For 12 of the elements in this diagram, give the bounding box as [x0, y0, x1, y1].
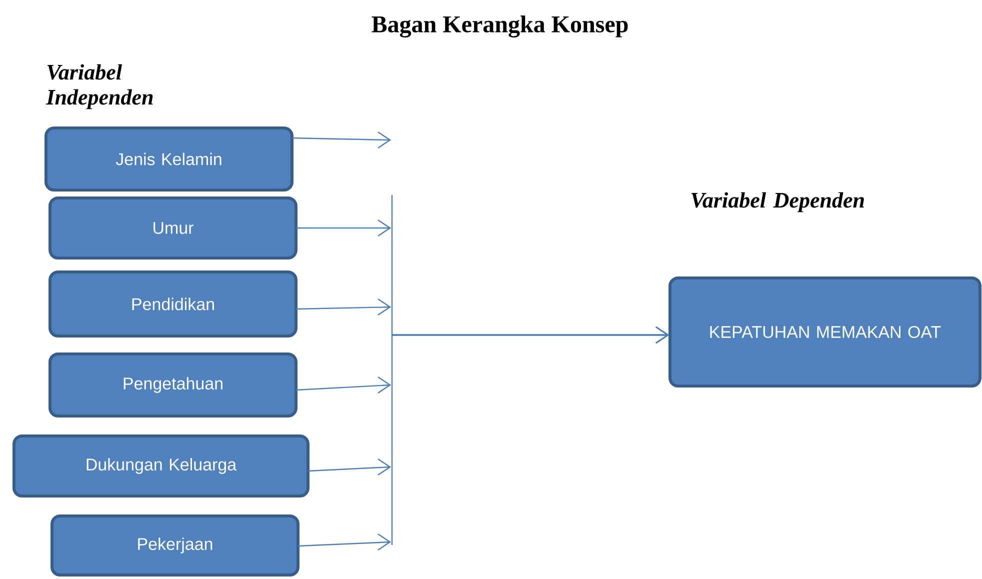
title: Bagan Kerangka Konsep: [372, 16, 628, 38]
process-box: Pendidikan: [48, 270, 298, 338]
process-box: KEPATUHAN MEMAKAN OAT: [668, 276, 982, 388]
arrow: [297, 326, 670, 551]
process-box: Umur: [48, 196, 298, 260]
process-box: Dukungan Keluarga: [12, 434, 310, 498]
process-box: Pengetahuan: [48, 352, 298, 418]
process-box: Jenis Kelamin: [44, 126, 294, 192]
arrow: [291, 131, 392, 149]
connector-line: [391, 195, 393, 545]
process-box: Pekerjaan: [50, 514, 300, 576]
section-label: Variabel Dependen: [692, 192, 864, 212]
